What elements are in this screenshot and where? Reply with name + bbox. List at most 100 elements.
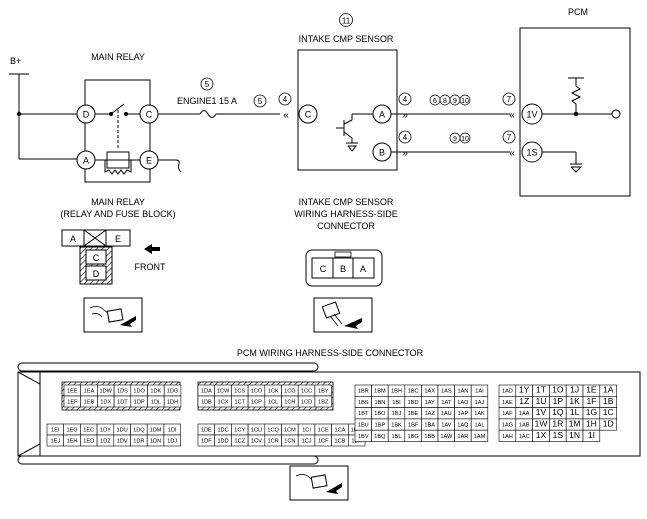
pcm-terminal-label: 1CN xyxy=(284,438,295,444)
pcm-terminal-label: 1AU xyxy=(441,411,452,417)
pcm-terminal-label: 1BE xyxy=(408,411,419,417)
pcm-terminal-label: 1DJ xyxy=(167,438,177,444)
relay-terminal-d: D xyxy=(76,104,96,124)
pcm-terminal-label: 1J xyxy=(570,385,579,395)
pcm-terminal-label: 1O xyxy=(552,385,564,395)
pcm-terminal-label: 1BD xyxy=(408,400,419,406)
circled-4-left-text: 4 xyxy=(283,95,288,104)
pcm-terminal-label: 1CY xyxy=(234,427,245,433)
harness-caption-2: WIRING HARNESS-SIDE xyxy=(294,209,398,219)
pcm-terminal-label: 1EJ xyxy=(51,438,61,444)
pcm-terminal-1v: 1V xyxy=(521,103,543,125)
sensor-connector-face xyxy=(305,249,383,287)
circled-5-wire-text: 5 xyxy=(258,97,263,106)
pcm-terminal-label: 1DA xyxy=(201,388,212,394)
sensor-connector-pin: A xyxy=(360,264,366,274)
pcm-terminal-label: 1BG xyxy=(407,434,418,440)
b-plus-label: B+ xyxy=(10,56,21,66)
front-arrow-icon xyxy=(144,244,160,254)
connector-mark-1: « xyxy=(283,110,289,121)
pcm-terminal-label: 1DO xyxy=(133,388,145,394)
relay-conn-a: A xyxy=(70,234,76,244)
front-label: FRONT xyxy=(135,262,166,272)
pcm-terminal-label: 1BZ xyxy=(318,399,329,405)
pcm-terminal-label: 1P xyxy=(553,396,564,406)
relay-switch-icon xyxy=(95,103,140,150)
pcm-terminal-label: 1AH xyxy=(502,434,513,440)
svg-text:1V: 1V xyxy=(526,110,537,120)
pcm-terminal-label: 1DB xyxy=(201,399,212,405)
pcm-terminal-label: 1ED xyxy=(83,438,94,444)
pcm-terminal-label: 1CD xyxy=(301,399,312,405)
pcm-terminal-label: 1AI xyxy=(475,389,484,395)
relay-terminal-a: A xyxy=(76,150,96,170)
pcm-terminal-label: 1AL xyxy=(475,423,485,429)
pcm-terminal-label: 1DS xyxy=(117,388,128,394)
pcm-terminal-label: 1DQ xyxy=(133,427,145,433)
sensor-connector-pin: B xyxy=(340,264,346,274)
pcm-terminal-label: 1BN xyxy=(374,400,385,406)
pcm-terminal-label: 1CO xyxy=(251,388,263,394)
pcm-terminal-cell xyxy=(582,429,601,442)
pcm-terminal-cell xyxy=(163,434,181,447)
transistor-icon xyxy=(336,113,373,152)
pcm-terminal-label: 1AW xyxy=(440,434,453,440)
svg-text:E: E xyxy=(146,156,152,166)
pcm-terminal-label: 1BH xyxy=(391,389,402,395)
pcm-terminal-label: 1DP xyxy=(134,399,145,405)
pcm-terminal-label: 1DC xyxy=(217,427,228,433)
pcm-terminal-label: 1AR xyxy=(457,434,468,440)
pcm-terminal-label: 1F xyxy=(586,396,596,406)
pcm-terminal-label: 1CU xyxy=(251,427,262,433)
connector-mark-2: » xyxy=(402,110,408,121)
pcm-terminal-label: 1BO xyxy=(374,411,386,417)
pcm-terminal-label: 1AN xyxy=(457,389,468,395)
pcm-terminal-label: 1AF xyxy=(502,411,513,417)
pcm-terminal-label: 1DU xyxy=(117,427,128,433)
sensor-terminal-b: B xyxy=(372,142,392,162)
circled-5-fuse-text: 5 xyxy=(205,80,210,89)
pcm-terminal-label: 1CG xyxy=(284,388,296,394)
pcm-terminal-label: 1CM xyxy=(284,427,296,433)
circled-11-number: 11 xyxy=(342,17,351,26)
relay-conn-d: D xyxy=(93,269,100,279)
connector-view-icon-1 xyxy=(83,297,143,333)
circled-5-wire xyxy=(253,94,267,108)
pcm-terminal-label: 1CC xyxy=(301,388,312,394)
relay-coil-icon xyxy=(95,151,140,175)
pcm-terminal-cell xyxy=(470,429,489,442)
pcm-pullup-resistor-icon xyxy=(542,77,621,119)
pcm-terminal-label: 1AZ xyxy=(425,411,436,417)
svg-text:D: D xyxy=(83,110,90,120)
circled-5-fuse xyxy=(200,77,214,91)
pcm-terminal-label: 1S xyxy=(553,430,564,440)
pcm-terminal-label: 1DK xyxy=(150,388,161,394)
wire-ref-number: 10 xyxy=(461,136,469,143)
connector-view-icon-3 xyxy=(289,465,349,501)
pcm-terminal-label: 1Z xyxy=(519,396,529,406)
pcm-terminal-label: 1DM xyxy=(150,427,162,433)
connector-mark-4: « xyxy=(509,110,515,121)
pcm-terminal-label: 1CE xyxy=(318,427,329,433)
pcm-terminal-label: 1EI xyxy=(51,427,60,433)
pcm-terminal-label: 1E xyxy=(586,385,597,395)
pcm-terminal-label: 1DL xyxy=(151,399,161,405)
pcm-terminal-label: 1AT xyxy=(441,400,451,406)
relay-connector-face: A E C D xyxy=(61,229,131,285)
pcm-terminal-label: 1DW xyxy=(100,388,113,394)
wire-ref-number: 9 xyxy=(453,98,457,105)
circled-11-ring xyxy=(339,13,353,27)
pcm-terminal-label: 1DG xyxy=(167,388,179,394)
pcm-terminal-label: 1BV xyxy=(358,434,369,440)
pcm-terminal-label: 1CZ xyxy=(234,438,245,444)
circled-4-a-text: 4 xyxy=(403,95,408,104)
pcm-terminal-label: 1AS xyxy=(441,389,452,395)
pcm-terminal-label: 1DI xyxy=(168,427,177,433)
pcm-terminal-label: 1EA xyxy=(84,388,95,394)
relay-conn-c: C xyxy=(93,253,100,263)
pcm-terminal-label: 1AY xyxy=(425,400,435,406)
pcm-terminal-label: 1DT xyxy=(117,399,128,405)
circled-4-a xyxy=(398,92,412,106)
pcm-terminal-label: 1DH xyxy=(167,399,178,405)
